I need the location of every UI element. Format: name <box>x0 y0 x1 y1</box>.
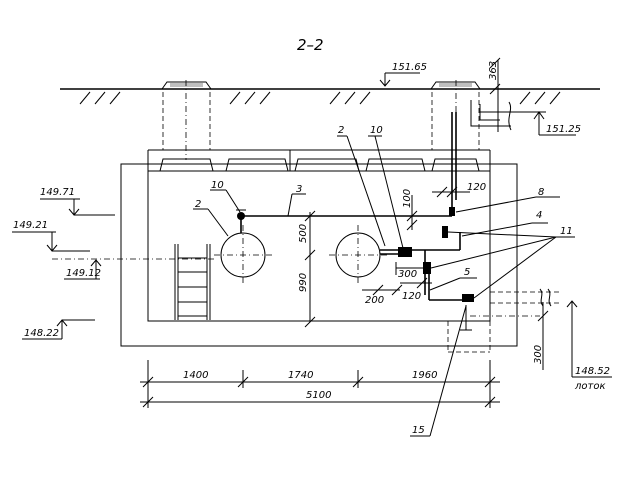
callout-10-left-label: 10 <box>211 180 224 191</box>
section-title: 2–2 <box>297 36 324 54</box>
elevation-e1-label: 149.71 <box>40 187 75 198</box>
dim-363: 363 <box>488 57 501 95</box>
elevation-ground-label: 151.65 <box>392 62 427 73</box>
elevation-e3-label: 149.12 <box>66 268 101 279</box>
ladder <box>174 244 211 320</box>
valve-11-a <box>442 226 448 238</box>
dim-990-label: 990 <box>298 273 309 292</box>
callout-11: 11 <box>430 226 575 299</box>
pipe-left <box>214 225 272 285</box>
dim-chain-bottom: 1400 1740 1960 <box>140 360 500 408</box>
manhole-cover-left <box>161 81 212 90</box>
left-shaft <box>162 80 211 160</box>
elevation-tray-note: лоток <box>574 381 606 392</box>
dim-300-mid: 300 <box>395 262 428 280</box>
sump <box>447 305 491 353</box>
dim-1960-label: 1960 <box>412 370 437 381</box>
callout-2-top-label: 2 <box>338 125 344 136</box>
elevation-ground: 151.65 <box>379 62 427 87</box>
tee-8 <box>449 207 455 216</box>
chamber-outer-wall <box>120 163 518 347</box>
elevation-148-22: 148.22 <box>22 319 95 340</box>
pipe-line-3 <box>240 215 452 233</box>
elevation-149-12: 149.12 <box>64 259 102 280</box>
elevation-149-71: 149.71 <box>40 187 115 216</box>
valve-10-right <box>398 247 412 257</box>
vent-pipe <box>470 60 546 132</box>
dim-300-mid-label: 300 <box>398 269 417 280</box>
dim-120-bottom: 120 <box>400 277 432 302</box>
chamber-inner-wall <box>147 170 491 322</box>
dim-500-label: 500 <box>298 224 309 243</box>
dim-5100-label: 5100 <box>306 390 331 401</box>
dim-120-bottom-label: 120 <box>402 291 421 302</box>
dim-1740-label: 1740 <box>288 370 313 381</box>
riser-pipe <box>451 112 457 216</box>
elevation-tray-label: 148.52 <box>575 366 610 377</box>
callout-10-top: 10 <box>368 125 404 249</box>
callout-2-top: 2 <box>337 125 386 247</box>
callout-15: 15 <box>410 305 467 437</box>
valve-11-c <box>462 294 474 302</box>
callout-4: 4 <box>461 210 548 237</box>
elevation-e4-label: 148.22 <box>24 328 59 339</box>
dim-vertical-pipes: 500 990 <box>298 210 316 328</box>
callout-8-label: 8 <box>538 187 544 198</box>
callout-10-left: 10 <box>210 180 241 213</box>
dim-1400-label: 1400 <box>183 370 208 381</box>
elevation-149-21: 149.21 <box>12 220 90 252</box>
manhole-cover-right <box>430 81 481 90</box>
dim-300-right-label: 300 <box>533 345 544 364</box>
elevation-e2-label: 149.21 <box>13 220 48 231</box>
ground-line <box>60 88 600 105</box>
top-slab <box>147 149 491 172</box>
elevation-right-top-label: 151.25 <box>546 124 581 135</box>
dim-300-right: 300 <box>533 302 549 370</box>
dim-363-label: 363 <box>488 61 499 80</box>
dim-120-top-label: 120 <box>467 182 486 193</box>
callout-11-label: 11 <box>560 226 573 237</box>
callout-2-left-label: 2 <box>195 199 201 210</box>
callout-2-left: 2 <box>193 199 229 237</box>
callout-8: 8 <box>455 187 560 213</box>
dim-100: 100 <box>402 189 418 231</box>
callout-5: 5 <box>429 267 477 291</box>
dim-200-label: 200 <box>365 295 384 306</box>
callout-5-label: 5 <box>464 267 470 278</box>
callout-3: 3 <box>287 184 306 217</box>
dim-120-top: 120 <box>432 182 486 198</box>
elevation-tray: 148.52 лоток <box>566 300 612 392</box>
callout-10-top-label: 10 <box>370 125 383 136</box>
callout-3-label: 3 <box>296 184 302 195</box>
elevation-right-top: 151.25 <box>533 111 581 136</box>
outlet-pipe <box>490 288 560 307</box>
dim-total: 5100 <box>140 390 500 408</box>
dim-200: 200 <box>362 284 403 306</box>
pipe-right <box>329 225 387 285</box>
callout-15-label: 15 <box>412 425 425 436</box>
callout-4-label: 4 <box>536 210 542 221</box>
valve-10-left <box>236 209 246 220</box>
dim-100-label: 100 <box>402 189 413 208</box>
